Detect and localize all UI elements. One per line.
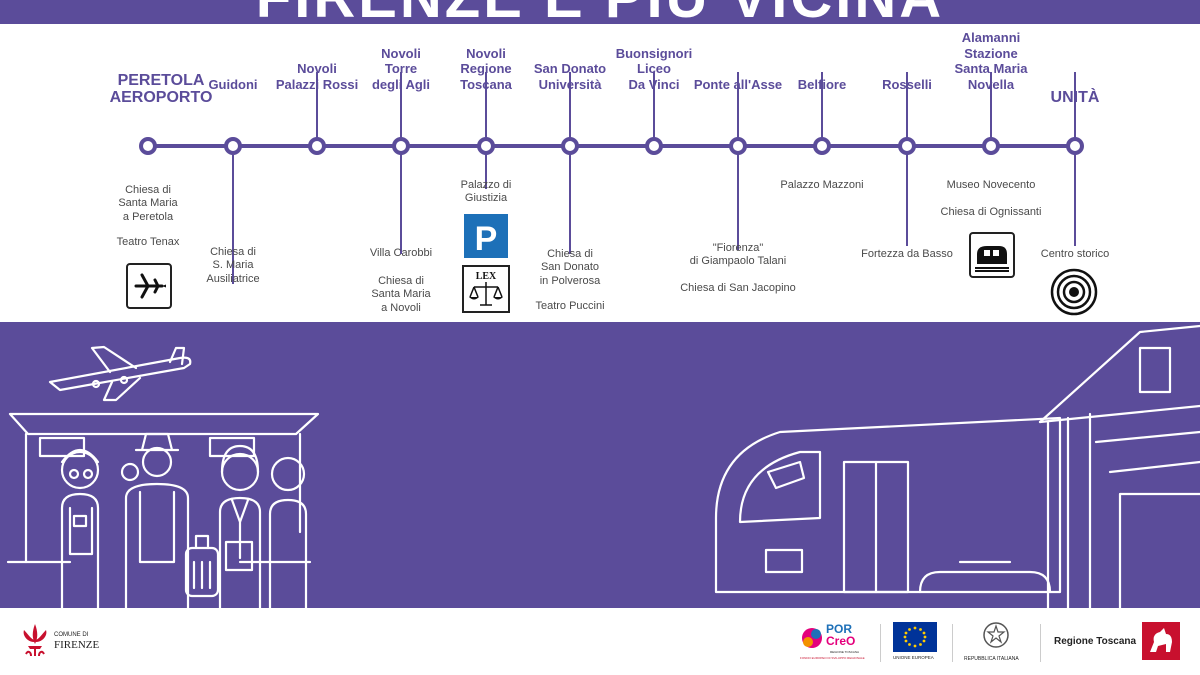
passengers-illustration [60, 432, 308, 608]
station-label-peretola: PERETOLA AEROPORTO [109, 72, 213, 106]
lex-text: LEX [476, 271, 497, 282]
regione-toscana-logo: Regione Toscana [1054, 622, 1184, 662]
airplane-icon [126, 263, 172, 309]
station-connector-line [232, 155, 234, 284]
station-stop-novoli-palazzi-rossi[interactable] [308, 137, 326, 155]
station-label-guidoni: Guidoni [208, 76, 258, 92]
station-connector-line [485, 72, 487, 189]
station-connector-line [653, 72, 655, 154]
por-creo-logo: POR CreO REGIONE TOSCANA FONDO EUROPEO D… [800, 620, 870, 668]
station-label-alamanni: Alamanni Stazione Santa Maria Novella [954, 30, 1028, 92]
station-label-novoli-palazzi-rossi: Novoli Palazzi Rossi [275, 61, 359, 92]
tram-illustration [714, 416, 1062, 594]
tram-line [148, 144, 1075, 148]
station-connector-line [316, 72, 318, 154]
unione-europea-logo: UNIONE EUROPEA [893, 622, 939, 666]
station-connector-line [990, 72, 992, 154]
station-shelter-illustration [6, 412, 320, 564]
poi-alamanni-1: Chiesa di Ognissanti [940, 206, 1042, 218]
station-stop-unita[interactable] [1066, 137, 1084, 155]
giglio-icon [23, 624, 47, 657]
poi-guidoni-0: Chiesa di S. Maria Ausiliatrice [206, 246, 260, 285]
station-label-san-donato: San Donato Università [533, 61, 607, 92]
city-center-target-icon [1050, 268, 1098, 316]
train-station-icon [969, 232, 1015, 278]
tram-line-map: PERETOLA AEROPORTO Chiesa di Santa Maria … [0, 24, 1200, 322]
poi-san-donato-0: Chiesa di San Donato in Polverosa [539, 248, 601, 287]
eu-text: UNIONE EUROPEA [893, 655, 934, 660]
station-stop-buonsignori[interactable] [645, 137, 663, 155]
emblem-italy-icon [983, 622, 1009, 648]
por-creo-mark-icon [802, 628, 822, 648]
firenze-small-text: COMUNE DI [54, 632, 89, 638]
por-sub1: REGIONE TOSCANA [830, 650, 860, 654]
station-label-unita: UNITÀ [1050, 89, 1100, 106]
station-stop-san-donato[interactable] [561, 137, 579, 155]
station-stop-rosselli[interactable] [898, 137, 916, 155]
page-title: FIRENZE È PIÙ VICINA [0, 0, 1200, 24]
station-label-buonsignori: Buonsignori Liceo Da Vinci [615, 45, 693, 92]
station-connector-line [821, 72, 823, 154]
station-connector-line [1074, 72, 1076, 246]
station-connector-line [569, 72, 571, 254]
station-label-ponte-asse: Ponte all'Asse [693, 76, 783, 92]
toscana-text: Regione Toscana [1054, 636, 1137, 647]
station-connector-line [906, 72, 908, 246]
footer-divider [1040, 624, 1041, 662]
station-label-novoli-torre: Novoli Torre degli Agli [371, 45, 431, 92]
por-sub2: FONDO EUROPEO DI SVILUPPO REGIONALE [800, 656, 865, 660]
footer-divider [880, 624, 881, 662]
firenze-big-text: FIRENZE [54, 639, 100, 651]
footer-logos: COMUNE DI FIRENZE POR CreO REGIONE TOSCA… [0, 608, 1200, 675]
poi-unita-0: Centro storico [1040, 248, 1110, 260]
poi-ponte-asse-1: Chiesa di San Jacopino [680, 282, 796, 294]
poi-belfiore-0: Palazzo Mazzoni [780, 179, 864, 191]
poi-alamanni-0: Museo Novecento [946, 179, 1036, 191]
lex-justice-icon: LEX [462, 265, 510, 313]
station-label-novoli-regione: Novoli Regione Toscana [460, 45, 512, 92]
poi-peretola-0: Chiesa di Santa Maria a Peretola [118, 184, 178, 223]
station-stop-novoli-torre[interactable] [392, 137, 410, 155]
station-stop-guidoni[interactable] [224, 137, 242, 155]
parking-letter: P [475, 220, 498, 258]
station-stop-peretola[interactable] [139, 137, 157, 155]
poi-novoli-torre-0: Villa Carobbi [369, 247, 433, 259]
station-connector-line [737, 72, 739, 250]
creo-text: CreO [826, 634, 856, 648]
poi-san-donato-1: Teatro Puccini [535, 300, 605, 312]
repubblica-italiana-logo: REPUBBLICA ITALIANA [964, 620, 1030, 668]
header-band: FIRENZE È PIÙ VICINA [0, 0, 1200, 24]
station-connector-line [400, 72, 402, 254]
station-stop-novoli-regione[interactable] [477, 137, 495, 155]
station-stop-ponte-asse[interactable] [729, 137, 747, 155]
poi-rosselli-0: Fortezza da Basso [861, 248, 953, 260]
illustration-banner [0, 322, 1200, 608]
poi-peretola-1: Teatro Tenax [116, 236, 180, 248]
station-stop-alamanni[interactable] [982, 137, 1000, 155]
station-stop-belfiore[interactable] [813, 137, 831, 155]
footer-divider [952, 624, 953, 662]
station-building-illustration [1038, 324, 1200, 608]
por-text: POR [826, 622, 853, 636]
station-label-belfiore: Belfiore [797, 76, 847, 92]
pegaso-icon [1142, 622, 1180, 660]
poi-novoli-regione-0: Palazzo di Giustizia [460, 179, 512, 205]
comune-firenze-logo: COMUNE DI FIRENZE [18, 622, 108, 662]
station-label-rosselli: Rosselli [882, 76, 932, 92]
eu-flag-icon [893, 622, 937, 652]
poi-ponte-asse-0: "Fiorenza" di Giampaolo Talani [689, 242, 787, 268]
parking-icon: P [462, 212, 510, 260]
airplane-illustration [48, 345, 192, 402]
poi-novoli-torre-1: Chiesa di Santa Maria a Novoli [371, 275, 431, 314]
rep-text: REPUBBLICA ITALIANA [964, 656, 1019, 662]
